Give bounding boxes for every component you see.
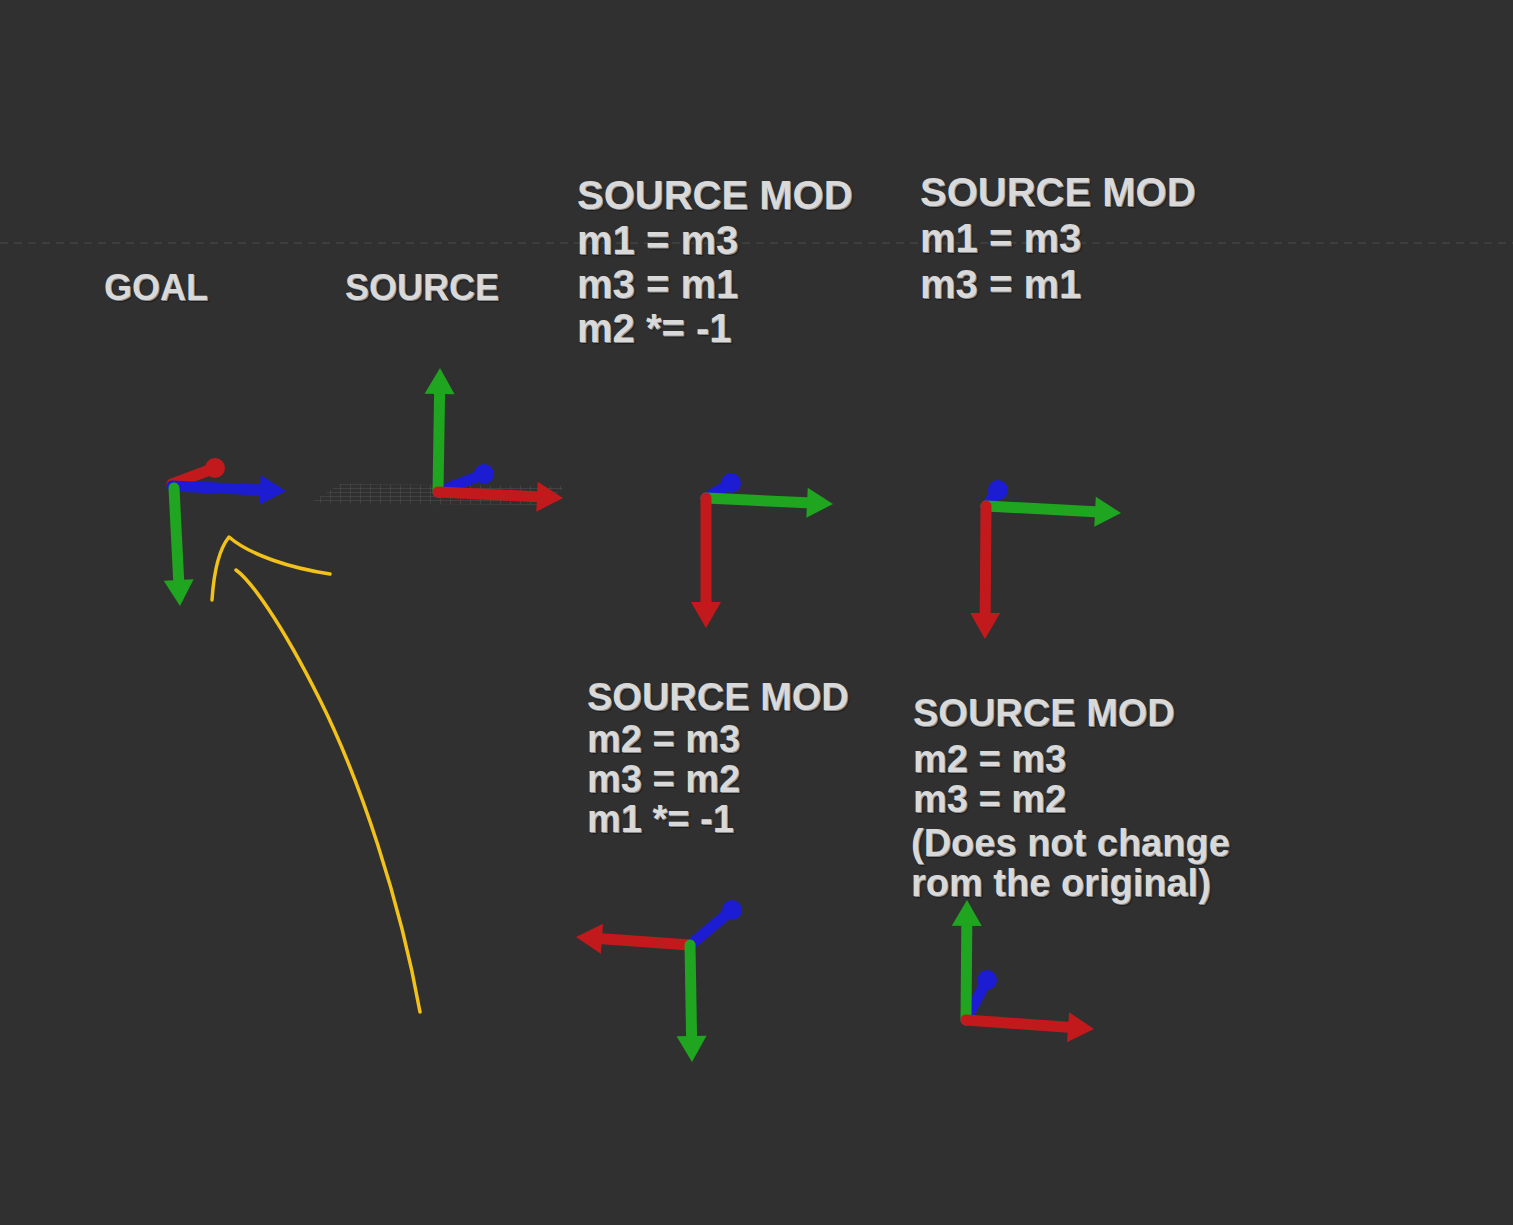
horizon-line <box>0 243 1513 244</box>
axis-tip <box>205 458 225 478</box>
annotation-stroke <box>236 570 420 1012</box>
grid-plane <box>310 484 566 505</box>
transform-note: m3 = m1 <box>577 264 738 304</box>
axis-head <box>164 579 194 606</box>
axis-shaft <box>172 486 260 490</box>
axis-head <box>1094 497 1121 527</box>
axis-head <box>677 1036 707 1062</box>
axis-head <box>425 368 455 394</box>
axis-shaft <box>701 498 712 602</box>
axis-shaft <box>980 506 992 613</box>
transform-note: m3 = m2 <box>587 760 740 798</box>
transform-note: m2 = m3 <box>913 740 1066 778</box>
axis-shaft <box>706 498 807 503</box>
transform-note: m2 = m3 <box>587 720 740 758</box>
axis-shaft <box>174 488 179 580</box>
axis-head <box>691 602 721 628</box>
transform-note: m3 = m2 <box>913 780 1066 818</box>
annotation-arrowhead <box>212 537 330 600</box>
axis-tip <box>721 473 741 493</box>
axis-tip <box>988 480 1008 500</box>
transform-note: m2 *= -1 <box>577 308 732 348</box>
axis-head <box>970 613 1000 639</box>
transform-note: rom the original) <box>911 864 1211 902</box>
axis-shaft <box>602 939 690 945</box>
transform-note: SOURCE MOD <box>587 678 849 716</box>
axis-shaft <box>961 926 973 1020</box>
axis-head <box>259 475 286 505</box>
axis-head <box>1067 1012 1094 1042</box>
axis-shaft <box>986 506 1095 512</box>
transform-note: SOURCE MOD <box>577 175 853 215</box>
transform-note: (Does not change <box>911 824 1230 862</box>
transform-note: SOURCE MOD <box>920 172 1196 212</box>
axis-head <box>536 482 563 512</box>
transform-note: m3 = m1 <box>920 264 1081 304</box>
frame-label: GOAL <box>104 270 208 306</box>
frame-label: SOURCE <box>345 270 499 306</box>
axis-head <box>576 924 603 954</box>
transform-note: m1 *= -1 <box>587 800 734 838</box>
axis-shaft <box>966 1020 1068 1027</box>
axis-tip <box>474 464 494 484</box>
axis-shaft <box>438 394 440 492</box>
axis-head <box>806 488 833 518</box>
axis-shaft <box>690 945 692 1036</box>
axis-head <box>952 900 982 926</box>
transform-note: m1 = m3 <box>577 220 738 260</box>
transform-note: m1 = m3 <box>920 218 1081 258</box>
yellow-annotation <box>212 537 420 1012</box>
axis-tip <box>977 970 997 990</box>
transform-note: SOURCE MOD <box>913 694 1175 732</box>
axis-shaft <box>438 492 537 497</box>
axis-tip <box>722 900 742 920</box>
